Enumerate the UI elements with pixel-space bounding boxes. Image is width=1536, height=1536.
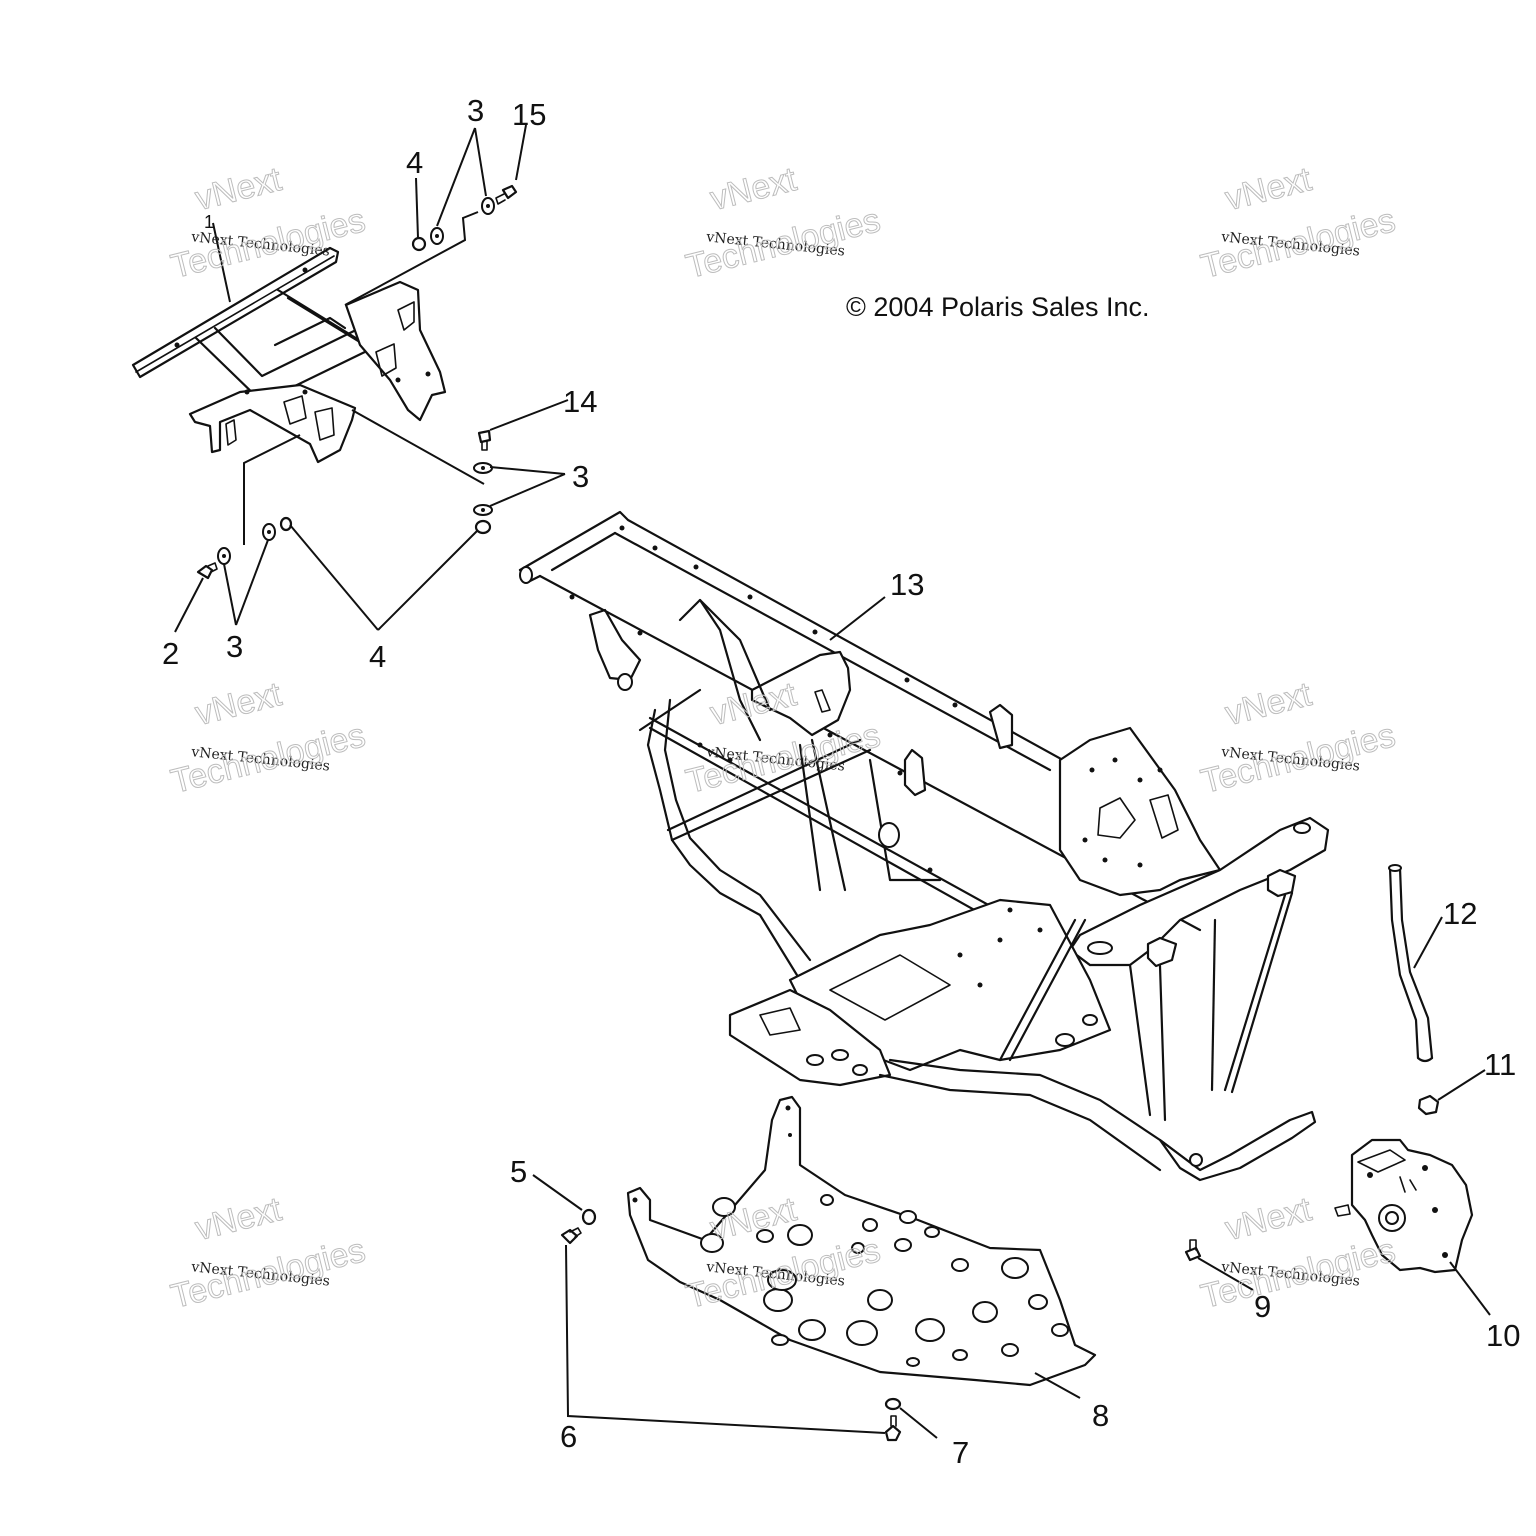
svg-text:Technologies: Technologies <box>1197 716 1399 801</box>
skid-fasteners <box>560 1208 902 1442</box>
watermark: vNext vNext Technologies Technologies <box>1197 160 1400 287</box>
skid-plate-part <box>626 1095 1097 1399</box>
callout-3-left: 3 <box>226 629 243 664</box>
callout-3-right: 3 <box>572 459 589 494</box>
svg-text:Technologies: Technologies <box>167 716 369 801</box>
callout-14: 14 <box>563 384 597 419</box>
watermark: vNext vNext Technologies Technologies <box>1197 675 1400 802</box>
fasteners-top <box>344 184 518 306</box>
callout-4-bottom: 4 <box>369 639 386 674</box>
copyright-notice: © 2004 Polaris Sales Inc. <box>846 292 1150 322</box>
callout-5: 5 <box>510 1154 527 1189</box>
callout-6: 6 <box>560 1419 577 1454</box>
front-subframe-part <box>131 246 447 464</box>
hose-part <box>1388 864 1434 1063</box>
watermark: vNext vNext Technologies Technologies <box>167 675 370 802</box>
fasteners-left <box>196 434 301 580</box>
callout-13: 13 <box>890 567 924 602</box>
svg-text:Technologies: Technologies <box>682 716 884 801</box>
fasteners-right <box>351 409 493 535</box>
svg-text:Technologies: Technologies <box>167 1231 369 1316</box>
main-frame-part <box>518 510 1330 1182</box>
leader-lines <box>174 124 1486 1439</box>
svg-text:vNext: vNext <box>707 160 801 218</box>
callout-12: 12 <box>1443 896 1477 931</box>
nut-part <box>1417 1094 1440 1116</box>
callout-4-top: 4 <box>406 145 423 180</box>
callout-3-top: 3 <box>467 93 484 128</box>
svg-text:Technologies: Technologies <box>167 201 369 286</box>
callout-9: 9 <box>1254 1289 1271 1324</box>
svg-text:vNext: vNext <box>707 675 801 733</box>
callout-11: 11 <box>1484 1047 1516 1082</box>
callout-1: 1 <box>204 212 214 232</box>
watermark: vNext vNext Technologies Technologies <box>682 160 885 287</box>
svg-text:vNext: vNext <box>192 1190 286 1248</box>
watermark: vNext vNext Technologies Technologies <box>167 1190 370 1317</box>
callout-8: 8 <box>1092 1398 1109 1433</box>
svg-text:Technologies: Technologies <box>1197 1231 1399 1316</box>
svg-text:Technologies: Technologies <box>682 201 884 286</box>
callout-10: 10 <box>1486 1318 1520 1353</box>
gearcase-part <box>1334 1138 1491 1316</box>
svg-text:vNext: vNext <box>1222 1190 1316 1248</box>
callouts: 1 2 3 3 3 4 4 5 6 7 8 9 10 11 12 13 14 1… <box>162 93 1520 1470</box>
svg-text:vNext: vNext <box>192 160 286 218</box>
callout-7: 7 <box>952 1435 969 1470</box>
svg-text:vNext: vNext <box>1222 160 1316 218</box>
watermark: vNext vNext Technologies Technologies <box>167 160 370 287</box>
svg-text:vNext: vNext <box>1222 675 1316 733</box>
bolt-part <box>1184 1239 1254 1291</box>
callout-2: 2 <box>162 636 179 671</box>
callout-15: 15 <box>512 97 546 132</box>
svg-text:Technologies: Technologies <box>1197 201 1399 286</box>
svg-text:vNext: vNext <box>192 675 286 733</box>
